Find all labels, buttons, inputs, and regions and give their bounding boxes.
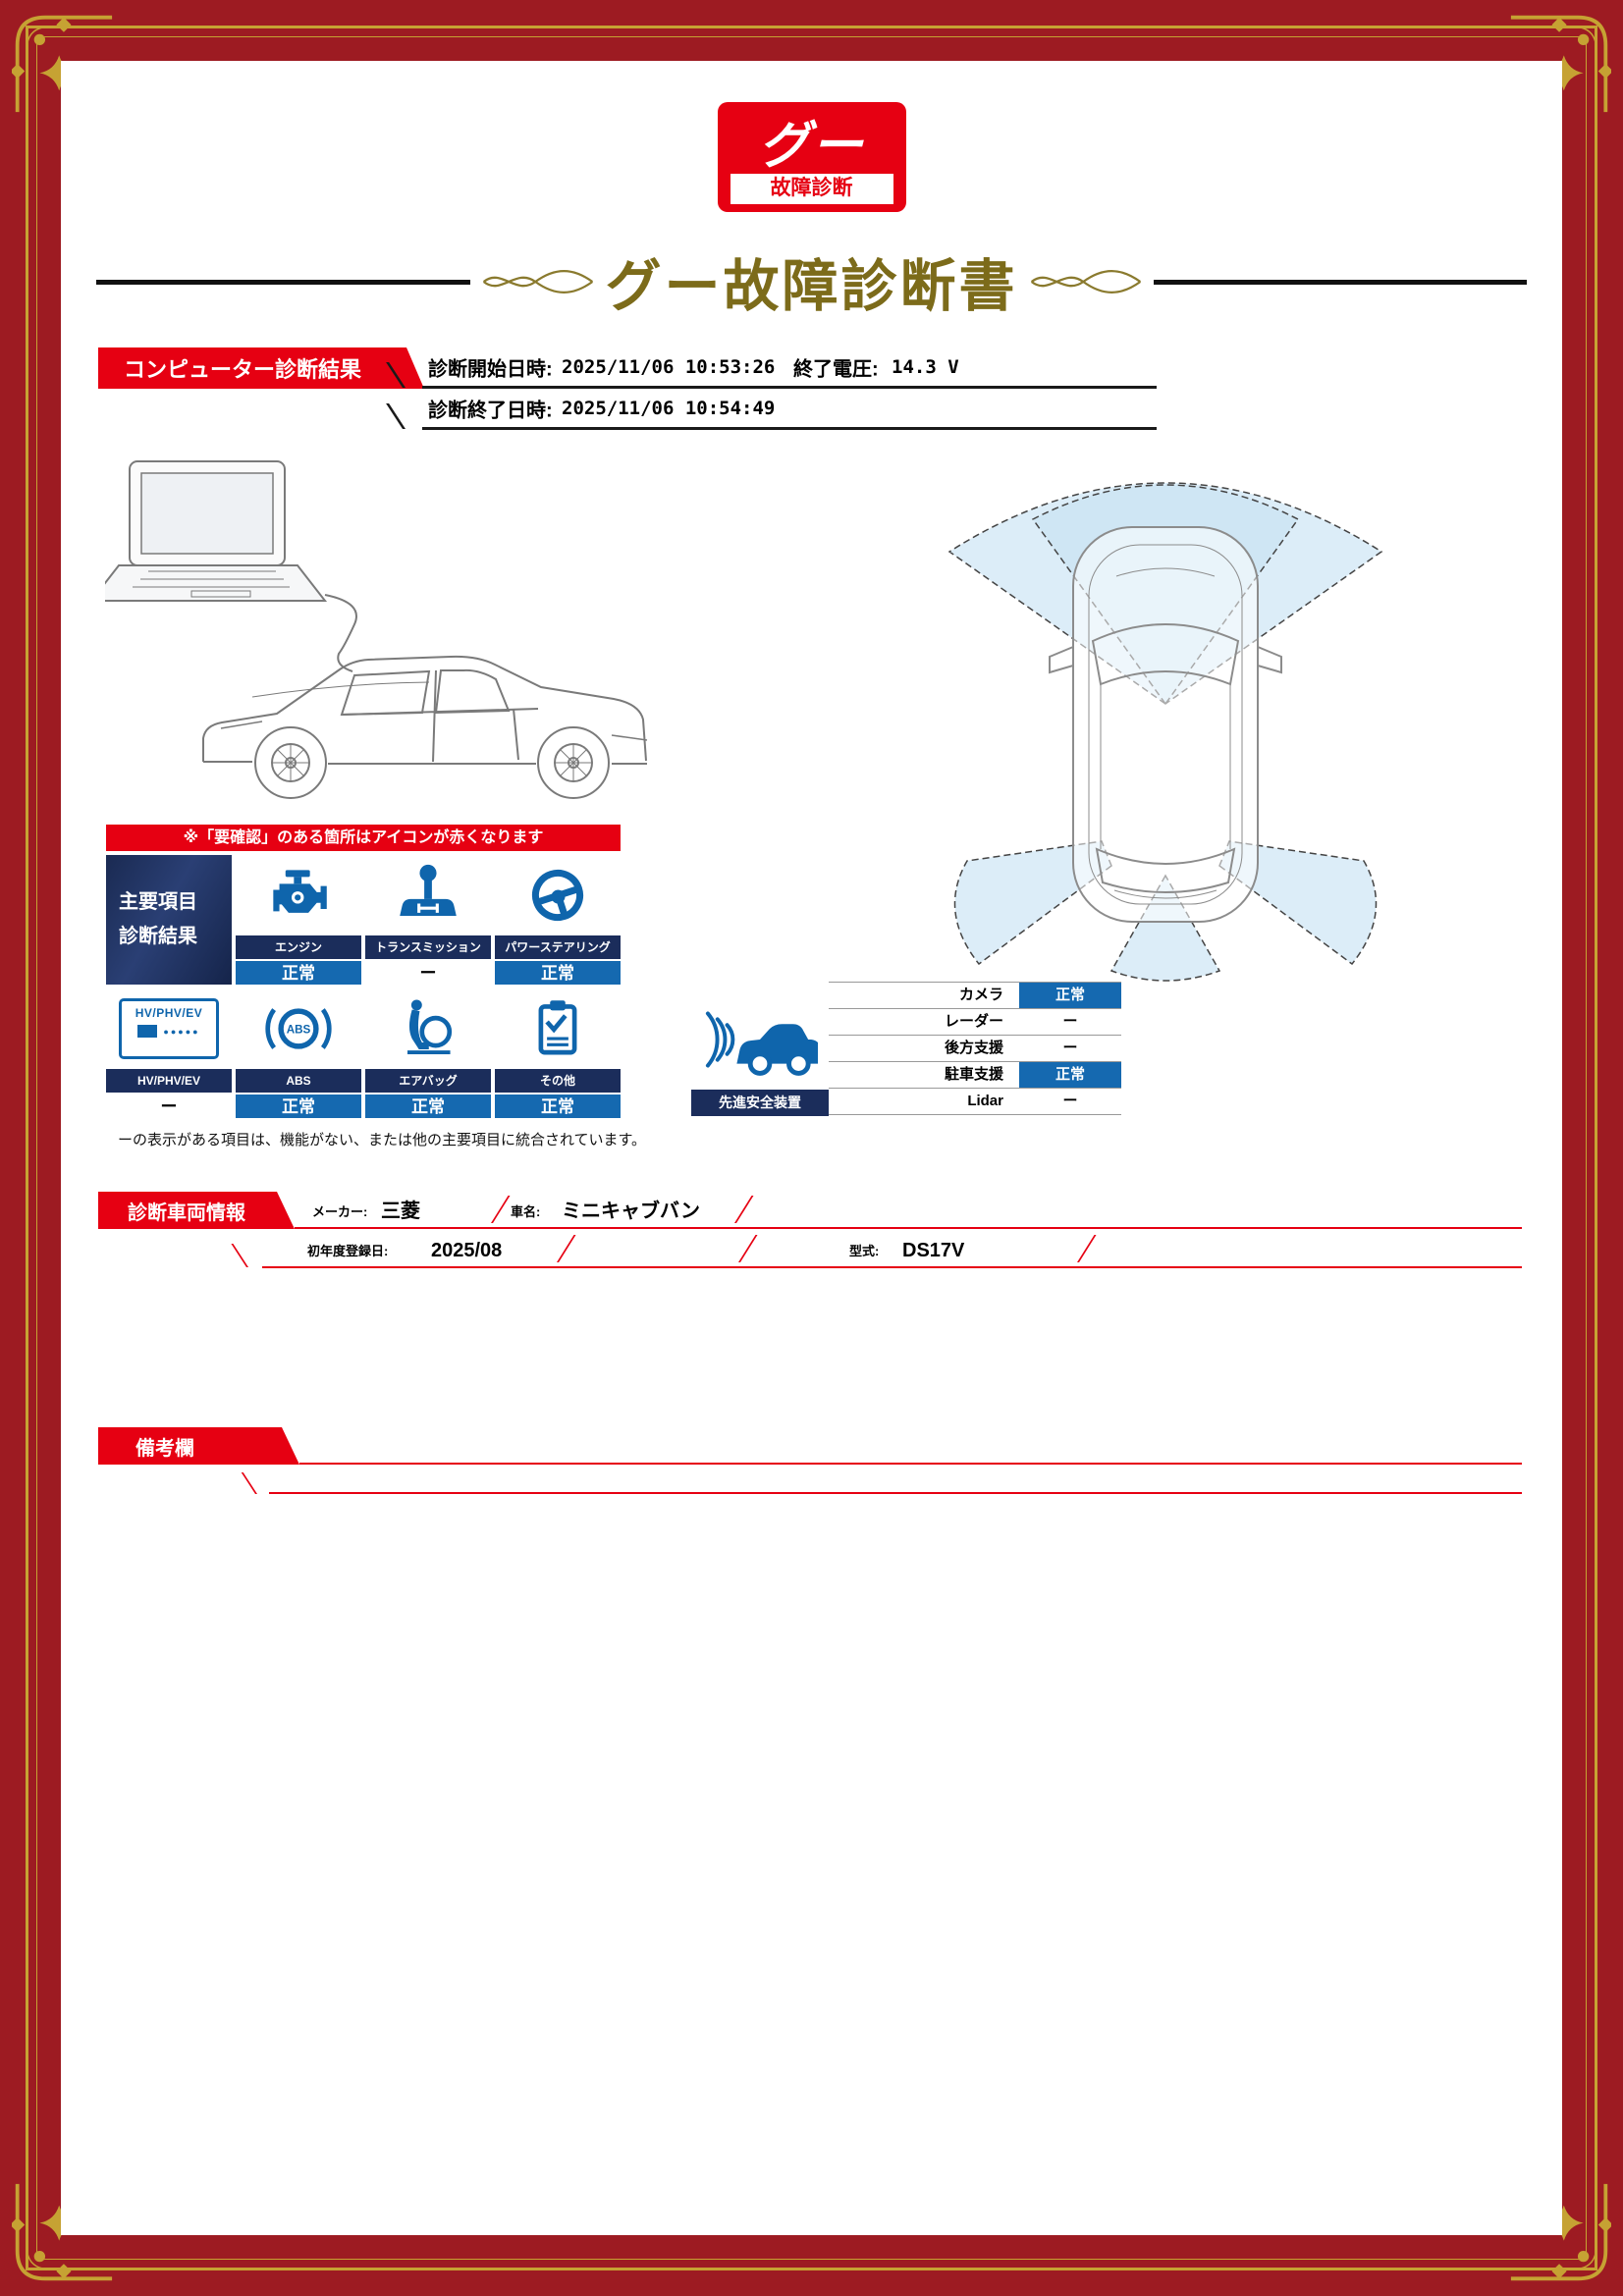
car-name-value: ミニキャブバン: [562, 1201, 700, 1222]
corner-ornament-icon: [12, 2183, 113, 2281]
end-time-label: 診断終了日時:: [428, 400, 553, 421]
table-row: 後方支援 ー: [829, 1036, 1121, 1062]
car-name-label: 車名:: [511, 1204, 541, 1219]
diagnosis-grid: 主要項目 診断結果 エンジン 正常 トランスミッ: [106, 855, 621, 1118]
engine-status: 正常: [236, 959, 361, 985]
remarks-line2: [269, 1492, 1522, 1494]
transmission-icon: [365, 855, 491, 935]
table-row: Lidar ー: [829, 1089, 1121, 1115]
divider-slash: [738, 1235, 758, 1262]
advanced-safety-icon-column: 先進安全装置: [691, 982, 829, 1116]
airbag-label: エアバッグ: [365, 1069, 491, 1093]
abs-label: ABS: [236, 1069, 361, 1093]
airbag-icon: [365, 988, 491, 1069]
engine-result-cell: エンジン 正常: [236, 855, 361, 985]
laptop-car-illustration: [105, 460, 648, 799]
corner-ornament-icon: [1510, 15, 1611, 113]
divider-slash: [557, 1235, 576, 1262]
title-rule-left: [96, 279, 470, 285]
vehicle-info-row2: 初年度登録日: 2025/08 型式: DS17V: [262, 1231, 1522, 1268]
maker-label: メーカー:: [312, 1204, 368, 1219]
airbag-status: 正常: [365, 1093, 491, 1118]
abs-result-cell: ABS ABS 正常: [236, 988, 361, 1118]
first-registration-label: 初年度登録日:: [307, 1244, 389, 1258]
diagnosis-time-info: 診断開始日時: 2025/11/06 10:53:26 終了電圧: 14.3 V…: [422, 347, 1157, 430]
camera-status: 正常: [1019, 983, 1121, 1008]
power-steering-label: パワーステアリング: [495, 935, 621, 959]
other-result-cell: その他 正常: [495, 988, 621, 1118]
model-code-label: 型式:: [849, 1244, 880, 1258]
advanced-safety-title: 先進安全装置: [691, 1090, 829, 1116]
advanced-safety-block: 先進安全装置 カメラ 正常 レーダー ー 後方支援 ー 駐車支援 正常 Lida…: [691, 982, 1121, 1116]
page-title: グー故障診断書: [605, 255, 1018, 318]
lidar-status: ー: [1019, 1089, 1121, 1114]
rear-support-status: ー: [1019, 1036, 1121, 1061]
goo-logo-red-box: グー 故障診断: [717, 102, 906, 212]
corner-ornament-icon: [12, 15, 113, 113]
transmission-result-cell: トランスミッション ー: [365, 855, 491, 985]
first-registration-value: 2025/08: [431, 1240, 503, 1261]
checklist-icon: [495, 988, 621, 1069]
flourish-icon: [482, 270, 593, 294]
voltage-label: 終了電圧:: [793, 358, 879, 380]
table-row: カメラ 正常: [829, 983, 1121, 1009]
car-sensor-icon: [705, 1011, 818, 1076]
power-steering-status: 正常: [495, 959, 621, 985]
report-page: グー 故障診断 グー故障診断書 コンピューター診断結果 診断開始日時: 2025…: [61, 61, 1562, 2235]
start-time-value: 2025/11/06 10:53:26: [562, 355, 776, 378]
dash-footnote: ーの表示がある項目は、機能がない、または他の主要項目に統合されています。: [118, 1132, 647, 1148]
advanced-safety-table: カメラ 正常 レーダー ー 後方支援 ー 駐車支援 正常 Lidar ー: [829, 982, 1121, 1116]
divider-slash: [491, 1196, 511, 1223]
hv-phv-ev-status: ー: [106, 1093, 232, 1118]
abs-status: 正常: [236, 1093, 361, 1118]
abs-icon-text: ABS: [287, 1024, 311, 1037]
vehicle-info-section-title: 診断車両情報: [98, 1192, 295, 1229]
power-steering-result-cell: パワーステアリング 正常: [495, 855, 621, 985]
remarks-line1: [299, 1463, 1522, 1465]
engine-icon: [236, 855, 361, 935]
corner-ornament-icon: [1510, 2183, 1611, 2281]
diagnosis-end-row: 診断終了日時: 2025/11/06 10:54:49: [422, 389, 1157, 430]
diagnosis-start-row: 診断開始日時: 2025/11/06 10:53:26 終了電圧: 14.3 V: [422, 347, 1157, 389]
maker-value: 三菱: [381, 1201, 420, 1222]
flourish-icon: [1030, 270, 1141, 294]
sensor-coverage-illustration: [947, 482, 1383, 982]
other-status: 正常: [495, 1093, 621, 1118]
parking-support-status: 正常: [1019, 1062, 1121, 1088]
main-results-header: 主要項目 診断結果: [106, 855, 232, 985]
transmission-status: ー: [365, 959, 491, 985]
steering-wheel-icon: [495, 855, 621, 935]
report-title-row: グー故障診断書: [61, 249, 1562, 318]
voltage-value: 14.3 V: [892, 355, 959, 378]
computer-diagnosis-section-title: コンピューター診断結果: [98, 347, 424, 389]
remarks-section-title: 備考欄: [98, 1427, 299, 1465]
airbag-result-cell: エアバッグ 正常: [365, 988, 491, 1118]
other-label: その他: [495, 1069, 621, 1093]
attention-notice-bar: ※「要確認」のある箇所はアイコンが赤くなります: [106, 825, 621, 851]
abs-icon: ABS: [236, 988, 361, 1069]
model-code-value: DS17V: [902, 1240, 965, 1261]
transmission-label: トランスミッション: [365, 935, 491, 959]
goo-logo-text: グー: [758, 118, 865, 175]
engine-label: エンジン: [236, 935, 361, 959]
main-results-header-line2: 診断結果: [119, 926, 197, 947]
radar-status: ー: [1019, 1009, 1121, 1035]
divider-slash: [734, 1196, 754, 1223]
start-time-label: 診断開始日時:: [428, 358, 553, 380]
hv-phv-ev-icon: HV/PHV/EV ●●●●●: [106, 988, 232, 1069]
goo-logo-subtitle: 故障診断: [727, 171, 896, 207]
divider-slash: [1077, 1235, 1097, 1262]
hv-phv-ev-result-cell: HV/PHV/EV ●●●●● HV/PHV/EV ー: [106, 988, 232, 1118]
hv-phv-ev-label: HV/PHV/EV: [106, 1069, 232, 1093]
goo-logo: グー 故障診断: [717, 102, 906, 212]
table-row: レーダー ー: [829, 1009, 1121, 1036]
end-time-value: 2025/11/06 10:54:49: [562, 397, 776, 419]
main-results-header-line1: 主要項目: [119, 891, 197, 913]
vehicle-info-row1: メーカー: 三菱 車名: ミニキャブバン: [295, 1192, 1522, 1229]
title-rule-right: [1153, 279, 1527, 285]
table-row: 駐車支援 正常: [829, 1062, 1121, 1089]
